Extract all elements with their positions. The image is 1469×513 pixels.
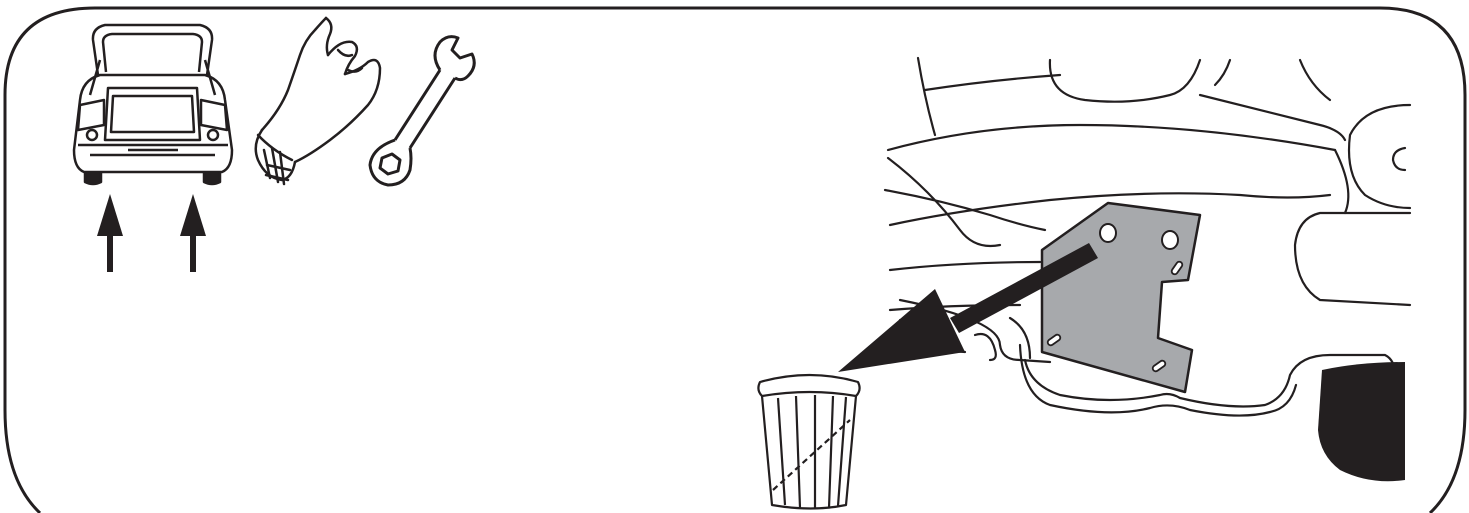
up-arrow-icon bbox=[97, 194, 123, 272]
up-arrow-icon bbox=[180, 194, 206, 272]
plate-hole bbox=[1100, 224, 1116, 242]
wrench-icon bbox=[370, 37, 474, 185]
car-rear-lift-icon bbox=[74, 25, 232, 184]
gray-shield-plate bbox=[1042, 203, 1200, 392]
tire-shape bbox=[1318, 362, 1405, 481]
gloved-hand-icon bbox=[256, 18, 380, 184]
trash-can-icon bbox=[758, 375, 859, 509]
plate-hole bbox=[1162, 231, 1178, 249]
panel-frame bbox=[5, 8, 1465, 513]
